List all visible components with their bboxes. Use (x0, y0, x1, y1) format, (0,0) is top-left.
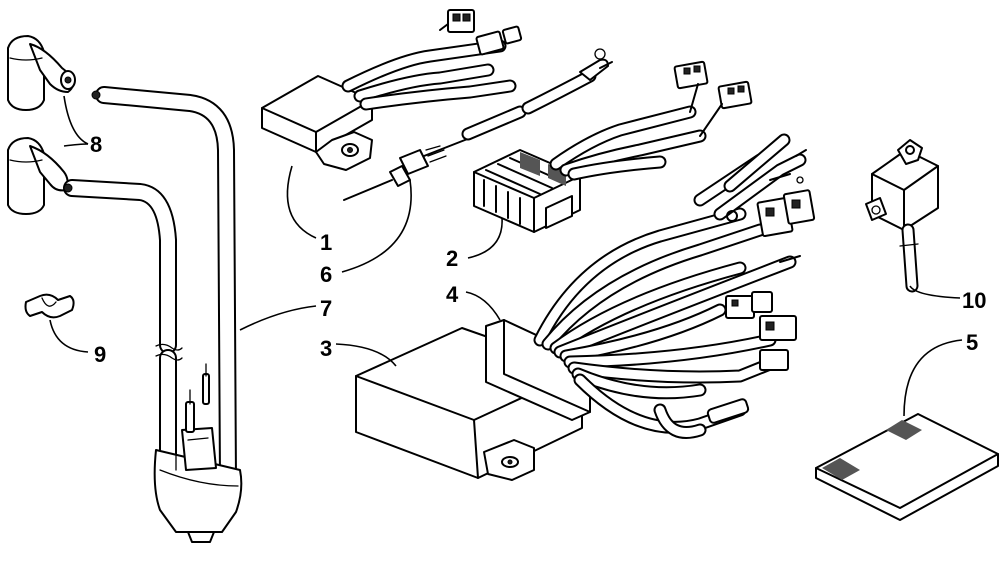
harness-wires (533, 133, 816, 439)
part-9-clip[interactable] (24, 293, 75, 319)
part-10-module[interactable] (865, 139, 939, 293)
part-4-gasket-plate[interactable] (485, 319, 591, 421)
part-7-ignition-coil[interactable] (63, 86, 243, 543)
callout-6: 6 (320, 262, 332, 287)
part-1-cdi-module[interactable] (261, 9, 523, 171)
callout-7: 7 (320, 296, 332, 321)
leader-lines (49, 95, 963, 417)
callout-8: 8 (90, 132, 102, 157)
callout-10: 10 (962, 288, 986, 313)
callout-labels: 1 2 3 4 5 6 7 8 9 10 (90, 132, 986, 367)
part-6-temperature-sensor[interactable] (343, 48, 613, 201)
callout-9: 9 (94, 342, 106, 367)
callout-2: 2 (446, 246, 458, 271)
callout-4: 4 (446, 282, 459, 307)
callout-5: 5 (966, 330, 978, 355)
part-2-regulator[interactable] (473, 60, 753, 233)
callout-3: 3 (320, 336, 332, 361)
callout-1: 1 (320, 230, 332, 255)
part-8-spark-plug-caps[interactable] (7, 35, 76, 215)
part-5-decal-sheet[interactable] (815, 413, 999, 521)
